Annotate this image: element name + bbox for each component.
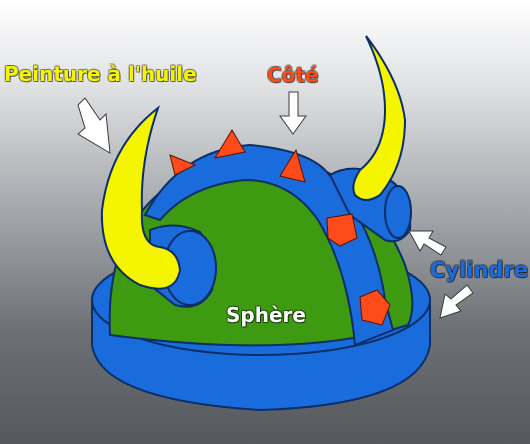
label-arrows — [77, 91, 474, 319]
spike-icon — [169, 154, 197, 176]
sphere-label: Sphère — [226, 303, 306, 327]
spike-icon — [359, 289, 391, 326]
cylinder-label: Cylindre — [430, 258, 529, 282]
arrow-icon — [279, 91, 307, 135]
right-horn-icon — [352, 35, 407, 201]
helmet-spikes — [169, 129, 391, 326]
arrow-icon — [439, 284, 474, 319]
spike-icon — [279, 148, 306, 183]
right-horn-cylinder — [328, 167, 412, 243]
side-label: Côté — [267, 63, 319, 87]
spike-icon — [326, 213, 358, 247]
arrow-icon — [77, 97, 111, 154]
oil-paint-label: Peinture à l'huile — [4, 62, 197, 86]
left-horn-icon — [100, 105, 182, 290]
arrow-icon — [408, 230, 447, 256]
spike-icon — [213, 129, 246, 159]
